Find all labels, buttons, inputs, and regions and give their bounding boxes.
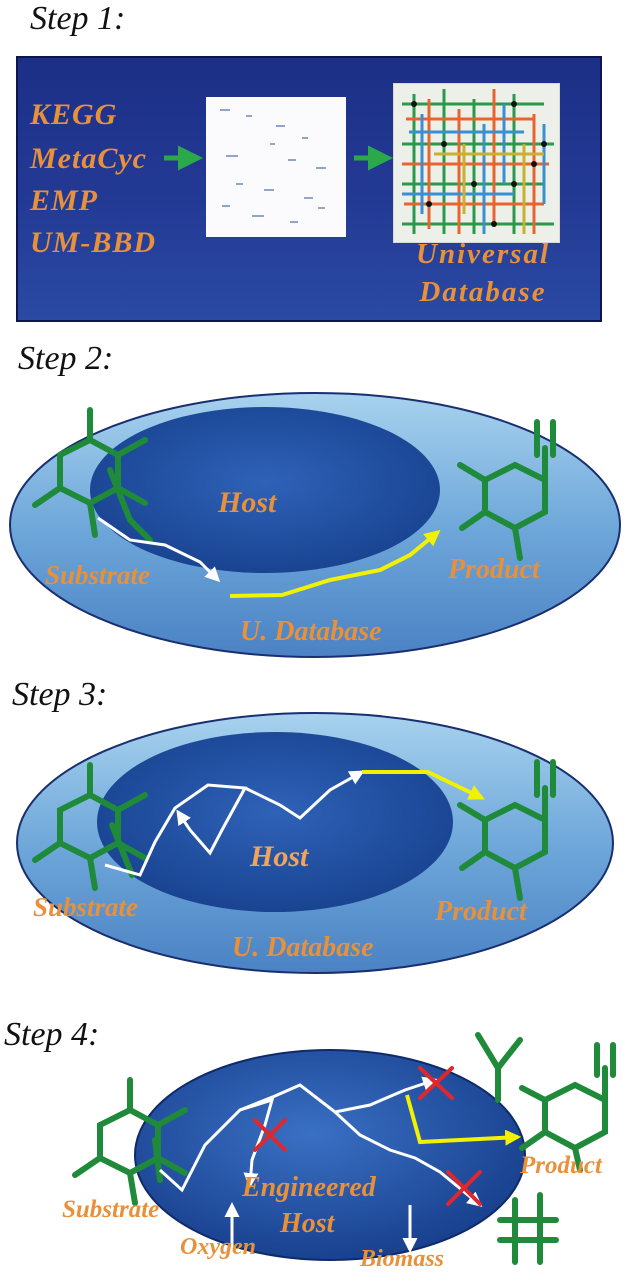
step-4-title: Step 4: (4, 1016, 100, 1053)
database-um-bbd: UM-BBD (30, 226, 157, 259)
step-3-product-molecule (457, 759, 556, 901)
knockout-x-icon-1 (253, 1118, 287, 1152)
step-4-oxygen-label: Oxygen (180, 1234, 256, 1260)
step-4-substrate-label: Substrate (62, 1196, 160, 1223)
step-3-host-label: Host (250, 840, 309, 873)
step-4-engineered-label: Engineered (242, 1172, 376, 1203)
step-3-host-pathway (104, 783, 248, 877)
step-3-product-label: Product (435, 896, 527, 927)
step-4-database-pathway (405, 1094, 522, 1146)
step-4-host-label: Host (280, 1208, 335, 1239)
knockout-x-icon-2 (418, 1066, 454, 1100)
step-3-database-pathway (362, 770, 485, 800)
knockout-x-icon-3 (446, 1170, 482, 1206)
step-4-host-pathway-3 (333, 1110, 483, 1207)
database-label: Database (419, 276, 547, 308)
merged-data-specks (220, 109, 326, 223)
database-metacyc: MetaCyc (30, 142, 147, 175)
merged-data-box (206, 97, 346, 237)
step-2-substrate-molecule (32, 407, 153, 543)
step-2-host-pathway (97, 516, 221, 583)
step-4-product-label: Product (520, 1152, 602, 1179)
network-graphic (402, 89, 554, 234)
step-2-title: Step 2: (18, 340, 114, 377)
step-1-title: Step 1: (30, 0, 126, 37)
step-2-product-label: Product (448, 554, 540, 585)
universal-database-network (393, 83, 560, 243)
step-4-product-molecule (519, 1042, 616, 1173)
step-3-title: Step 3: (12, 676, 108, 713)
universal-label: Universal (416, 238, 550, 270)
step-4-biomass-label: Biomass (360, 1246, 445, 1272)
step-4-substrate-molecule (72, 1077, 188, 1206)
step-3-database-label: U. Database (232, 932, 374, 963)
step-3-substrate-label: Substrate (33, 892, 139, 922)
step-2-host-ellipse (90, 407, 440, 573)
step-2-substrate-label: Substrate (45, 560, 151, 590)
database-emp: EMP (30, 184, 99, 217)
step-2-host-label: Host (218, 486, 277, 519)
step-3-host-pathway-2 (244, 770, 365, 820)
step-2-database-label: U. Database (240, 616, 382, 647)
database-kegg: KEGG (30, 98, 118, 131)
step-3-substrate-molecule (32, 762, 148, 891)
step-3-host-ellipse (97, 732, 453, 912)
step-4-byproduct-y-molecule (475, 1032, 523, 1103)
step-4-byproduct-cross-molecule (497, 1192, 559, 1265)
step-2-product-molecule (457, 419, 556, 561)
step-2-database-pathway (229, 529, 441, 598)
